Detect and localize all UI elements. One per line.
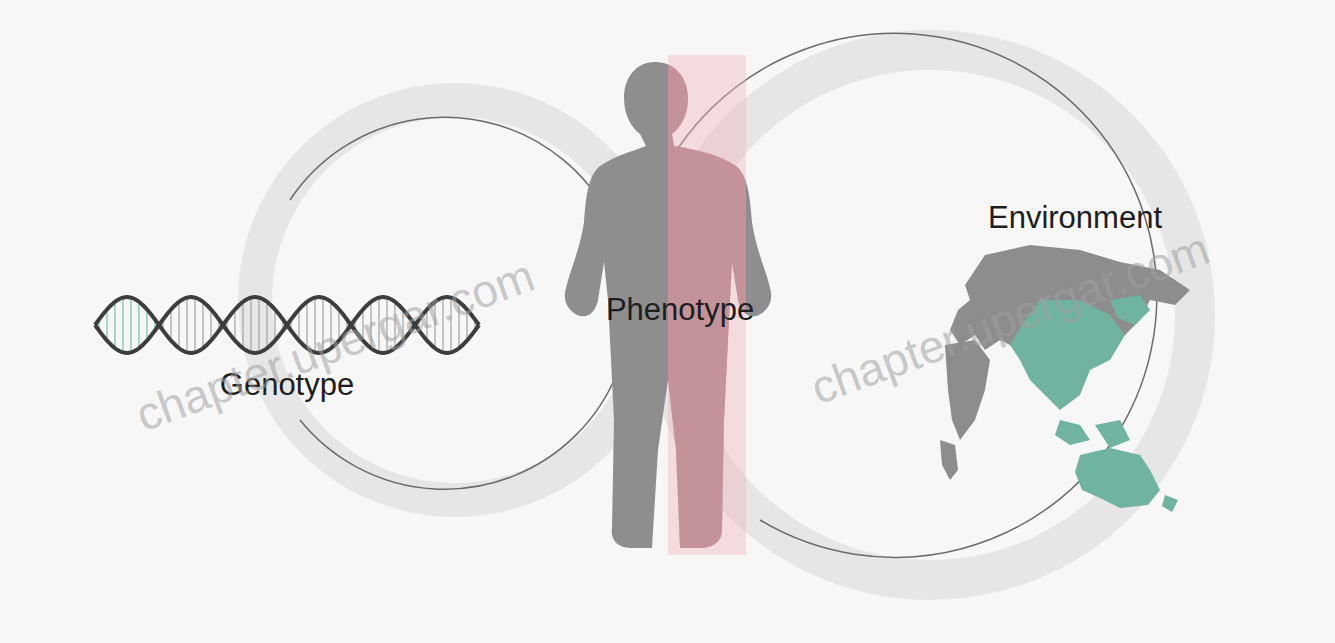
phenotype-label: Phenotype — [606, 292, 754, 328]
watermark: chapter.upergar.com — [129, 248, 542, 442]
person-silhouette — [565, 55, 771, 555]
watermark: chapter.upergar.com — [804, 221, 1217, 415]
environment-label: Environment — [988, 200, 1162, 236]
